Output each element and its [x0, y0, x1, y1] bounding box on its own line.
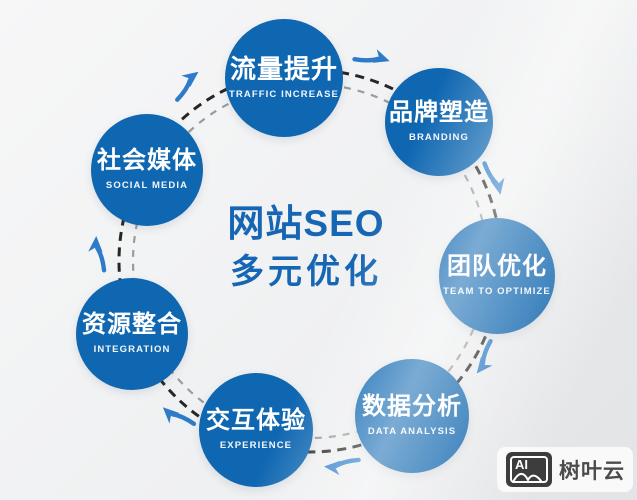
- diagram-title: 网站SEO 多元优化: [200, 203, 412, 291]
- node-title-zh: 资源整合: [82, 311, 182, 339]
- node-subtitle-en: SOCIAL MEDIA: [105, 180, 189, 192]
- ai-logo-text: AI: [515, 457, 528, 472]
- node-title-zh: 数据分析: [362, 393, 462, 421]
- diagram-title-line1: 网站SEO: [227, 203, 385, 244]
- node-integration: 资源整合 INTEGRATION: [76, 278, 188, 390]
- node-title-zh: 社会媒体: [97, 147, 197, 175]
- node-title-zh: 流量提升: [229, 54, 338, 85]
- diagram-title-line2: 多元优化: [230, 252, 382, 291]
- arrow-icon-experience-to-integration: [162, 407, 197, 427]
- watermark-brand-text: 树叶云: [559, 459, 625, 483]
- node-subtitle-en: BRANDING: [409, 132, 469, 144]
- node-title-zh: 品牌塑造: [389, 99, 489, 127]
- arrow-icon-team-to-data: [476, 338, 493, 374]
- node-subtitle-en: EXPERIENCE: [219, 440, 293, 452]
- node-subtitle-en: TRAFFIC INCREASE: [229, 89, 339, 101]
- arrow-icon-integration-to-social: [88, 236, 107, 273]
- node-data-analysis: 数据分析 DATA ANALYSIS: [355, 359, 469, 473]
- node-title-zh: 团队优化: [447, 253, 547, 281]
- node-subtitle-en: INTEGRATION: [93, 344, 171, 356]
- ai-image-logo-icon: AI: [506, 452, 552, 487]
- node-subtitle-en: DATA ANALYSIS: [367, 426, 457, 438]
- arrow-icon-social-to-traffic: [175, 71, 199, 102]
- node-branding: 品牌塑造 BRANDING: [385, 68, 493, 176]
- arrow-icon-branding-to-team: [482, 161, 505, 195]
- node-experience: 交互体验 EXPERIENCE: [199, 373, 313, 487]
- node-traffic-increase: 流量提升 TRAFFIC INCREASE: [225, 19, 343, 137]
- arrow-icon-data-to-experience: [324, 457, 361, 476]
- arrow-icon-traffic-to-branding: [352, 49, 390, 63]
- node-team-optimize: 团队优化 TEAM TO OPTIMIZE: [439, 218, 555, 334]
- node-title-zh: 交互体验: [206, 407, 306, 435]
- node-social-media: 社会媒体 SOCIAL MEDIA: [91, 114, 203, 226]
- node-subtitle-en: TEAM TO OPTIMIZE: [443, 286, 551, 298]
- watermark: AI 树叶云: [497, 447, 633, 492]
